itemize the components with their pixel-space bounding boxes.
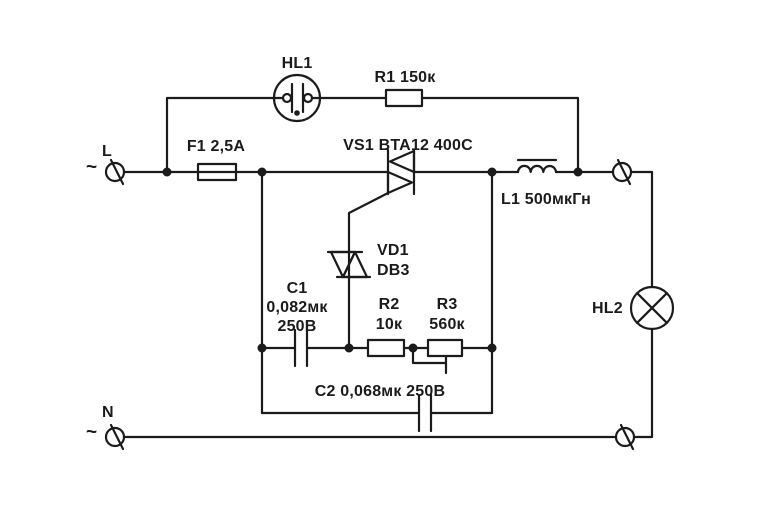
r3-ref-label: R3	[436, 296, 458, 313]
f1-label: F1 2,5A	[186, 138, 246, 155]
vs1-label: VS1 BTA12 400C	[343, 137, 473, 154]
triac-triangle-lower	[386, 170, 414, 195]
potentiometer-r3-symbol	[411, 338, 464, 375]
gas-fill-dot	[294, 110, 300, 116]
wire-hl2-down	[632, 327, 654, 439]
lamp-cross-2	[636, 292, 668, 324]
wires	[122, 96, 654, 439]
junction-dot	[257, 343, 267, 353]
ac-symbol-live: ~	[86, 157, 98, 178]
lamp-hl2-symbol	[629, 285, 675, 331]
hl1-label: HL1	[281, 55, 313, 72]
r2-ref-label: R2	[378, 296, 400, 313]
terminal-slash	[109, 158, 125, 186]
vd1-ref-label: VD1	[377, 242, 409, 259]
terminal-circle	[104, 161, 126, 183]
junction-dot	[573, 167, 583, 177]
junction-dot	[257, 167, 267, 177]
junction-dot	[162, 167, 172, 177]
junction-dot	[344, 343, 354, 353]
wire-gate-diac	[347, 191, 390, 350]
terminal-slash	[619, 423, 635, 451]
r3-body	[426, 338, 464, 358]
terminal-load-bottom	[614, 423, 636, 451]
l1-label: L1 500мкГн	[501, 191, 591, 208]
r2-value-label: 10к	[375, 316, 403, 333]
junction-dots	[162, 167, 583, 353]
neon-lamp-hl1-symbol	[272, 73, 322, 123]
junction-dot	[487, 343, 497, 353]
inductor-l1-symbol	[516, 158, 558, 174]
r3-wiper-link	[411, 346, 448, 365]
lamp-bulb	[629, 285, 675, 331]
c2-label: C2 0,068мк 250В	[314, 383, 446, 400]
triac-vs1-symbol	[386, 148, 416, 196]
l1-coil	[516, 164, 558, 174]
fuse-f1-symbol	[196, 162, 238, 182]
electrode-pin-left	[281, 92, 293, 104]
c1-value-label: 0,082мк	[266, 299, 328, 316]
neutral-label: N	[102, 404, 114, 421]
diac-triangle-down	[329, 250, 357, 279]
capacitor-c1-symbol	[293, 328, 309, 368]
wire-to-hl2	[629, 170, 654, 289]
terminal-slash	[109, 423, 125, 451]
terminal-neutral	[104, 423, 126, 451]
terminal-load-top	[611, 158, 633, 186]
terminal-slash	[616, 158, 632, 186]
terminal-circle	[611, 161, 633, 183]
c1-voltage-label: 250В	[277, 318, 317, 335]
diac-vd1-symbol	[326, 250, 372, 279]
vd1-part-label: DB3	[377, 262, 410, 279]
terminal-circle	[614, 426, 636, 448]
resistor-r2-symbol	[366, 338, 406, 358]
junction-dot	[408, 343, 418, 353]
triac-triangle-upper	[388, 149, 416, 174]
diac-triangle-up	[341, 250, 369, 279]
resistor-r1-symbol	[384, 88, 424, 108]
junction-dot	[487, 167, 497, 177]
terminal-live	[104, 158, 126, 186]
terminal-circle	[104, 426, 126, 448]
line-label: L	[102, 143, 112, 160]
r3-value-label: 560к	[429, 316, 465, 333]
c1-ref-label: C1	[286, 280, 308, 297]
hl2-label: HL2	[592, 300, 623, 317]
r1-label: R1 150к	[374, 69, 436, 86]
electrode-pin-right	[302, 92, 314, 104]
wire-r1-down	[420, 96, 580, 174]
wire-to-hl1	[165, 96, 276, 174]
ac-symbol-neutral: ~	[86, 422, 98, 443]
capacitor-c2-symbol	[417, 393, 433, 433]
